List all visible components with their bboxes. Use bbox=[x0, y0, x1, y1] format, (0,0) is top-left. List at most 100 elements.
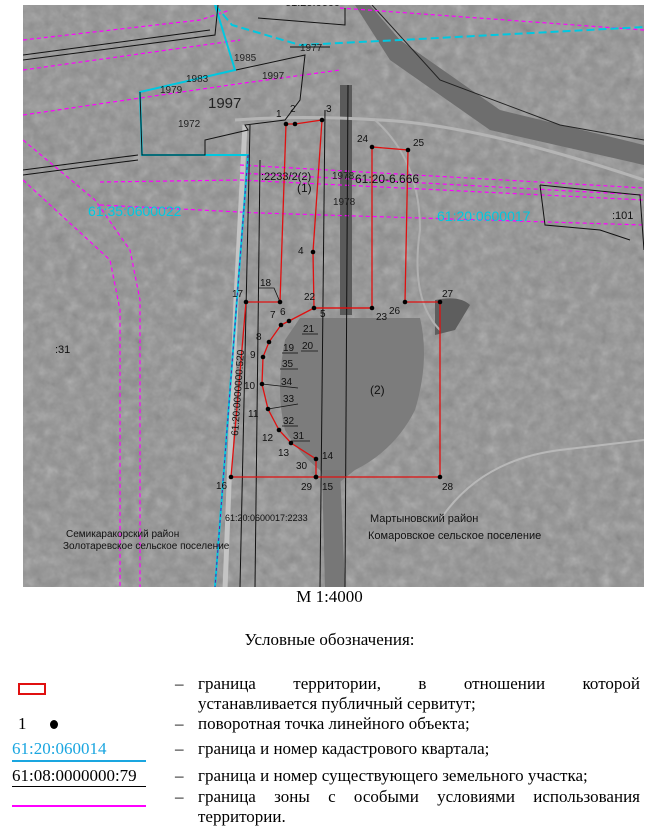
zone-boundary-line bbox=[23, 69, 341, 116]
zone-label: 61:20-6.666 bbox=[355, 172, 419, 186]
turning-point-7 bbox=[278, 322, 284, 328]
zone-boundary-line bbox=[23, 179, 121, 587]
pond bbox=[280, 318, 424, 490]
turning-point-28 bbox=[437, 474, 443, 480]
parcel-year-label: 1997 bbox=[208, 95, 241, 112]
black-line-symbol bbox=[12, 786, 146, 787]
turning-point-13 bbox=[288, 440, 294, 446]
parcel-boundary-line bbox=[239, 124, 251, 587]
point-label: 26 bbox=[389, 306, 401, 317]
turning-point-11 bbox=[265, 406, 271, 412]
point-label: 20 bbox=[302, 341, 314, 352]
parcel-year-label: 1978 bbox=[333, 197, 356, 208]
parcel-boundary-line bbox=[257, 8, 346, 26]
parcel-boundary-line bbox=[23, 159, 139, 176]
turning-point-3 bbox=[319, 117, 325, 123]
point-label: 13 bbox=[278, 448, 290, 459]
point-label: 4 bbox=[298, 246, 304, 257]
parcel-boundary-line bbox=[319, 109, 326, 587]
turning-point-4 bbox=[310, 249, 316, 255]
parcel-boundary-line bbox=[344, 84, 349, 587]
point-label: 5 bbox=[320, 309, 326, 320]
parcel-label: :101 bbox=[612, 210, 633, 222]
parcel-boundary-line bbox=[23, 5, 219, 61]
point-label: 14 bbox=[322, 451, 334, 462]
point-label: 32 bbox=[283, 416, 295, 427]
zone-boundary-line bbox=[239, 172, 644, 196]
zone-boundary-line bbox=[239, 164, 644, 189]
parcel-boundary-line bbox=[23, 29, 211, 56]
map-scale: М 1:4000 bbox=[296, 587, 363, 606]
point-label: 9 bbox=[250, 350, 256, 361]
turning-point-8 bbox=[266, 339, 272, 345]
parcel-year-label: 1985 bbox=[234, 53, 257, 64]
turning-point-17 bbox=[243, 299, 249, 305]
parcel-year-label: 1997 bbox=[262, 71, 285, 82]
turning-point-1 bbox=[283, 121, 289, 127]
magenta-line-symbol bbox=[12, 805, 146, 807]
zone-boundary-line bbox=[23, 39, 241, 71]
parcel-year-label: 1972 bbox=[178, 119, 201, 130]
point-label: 31 bbox=[293, 431, 305, 442]
zone-boundary-line bbox=[99, 179, 644, 201]
turning-point-27 bbox=[437, 299, 443, 305]
quarter-number-label: 61:35:0600022 bbox=[88, 203, 182, 219]
label-leader-line bbox=[258, 287, 281, 303]
turning-point-21 bbox=[286, 318, 292, 324]
turning-point-26 bbox=[402, 299, 408, 305]
turning-point-2 bbox=[292, 121, 298, 127]
settlement-label: Золотаревское сельское поселение bbox=[63, 541, 230, 552]
parcel-year-label: 1978 bbox=[332, 171, 355, 182]
point-label: 19 bbox=[283, 343, 295, 354]
zone-boundary-line bbox=[23, 9, 231, 41]
label-leader-line bbox=[261, 383, 299, 389]
point-label: 17 bbox=[232, 289, 244, 300]
area-label: (2) bbox=[370, 383, 385, 397]
quarter-boundary-line bbox=[214, 5, 644, 47]
point-label: 33 bbox=[283, 394, 295, 405]
point-label: 27 bbox=[442, 289, 454, 300]
parcel-label: :2233/2(2) bbox=[261, 171, 311, 183]
turning-point-10 bbox=[259, 381, 265, 387]
turning-point-23 bbox=[369, 305, 375, 311]
zone-boundary-line bbox=[99, 204, 644, 226]
quarter-number-label: 61:20:0600017 bbox=[437, 208, 531, 224]
turning-point-24 bbox=[369, 144, 375, 150]
parcel-boundary-line bbox=[539, 184, 644, 251]
legend-title: Условные обозначения: bbox=[244, 630, 415, 649]
settlement-label: Комаровское сельское поселение bbox=[368, 530, 541, 542]
parcel-label: 61:20:0600 bbox=[285, 0, 340, 9]
turning-point-14 bbox=[313, 456, 319, 462]
zone-boundary-line bbox=[23, 139, 141, 587]
parcel-year-label: 1979 bbox=[160, 85, 183, 96]
point-label: 18 bbox=[260, 278, 272, 289]
point-label: 34 bbox=[281, 377, 293, 388]
turning-point-16 bbox=[228, 474, 234, 480]
point-label: 21 bbox=[303, 324, 315, 335]
parcel-boundary-line bbox=[539, 184, 631, 241]
parcel-label: 61:20:0600017:2233 bbox=[225, 513, 308, 523]
turning-point-29 bbox=[313, 474, 319, 480]
canal bbox=[355, 5, 644, 165]
point-label: 22 bbox=[304, 292, 316, 303]
parcel-year-label: 1977 bbox=[300, 43, 323, 54]
point-label: 8 bbox=[256, 332, 262, 343]
servitude-boundary bbox=[230, 119, 441, 478]
point-label: 15 bbox=[322, 482, 334, 493]
label-leader-line bbox=[267, 403, 299, 410]
zone-boundary-line bbox=[339, 7, 644, 31]
point-label: 3 bbox=[326, 104, 332, 115]
parcel-label: :31 bbox=[55, 344, 70, 356]
point-label: 29 bbox=[301, 482, 313, 493]
turning-point-25 bbox=[405, 147, 411, 153]
point-label: 12 bbox=[262, 433, 274, 444]
point-label: 11 bbox=[248, 409, 259, 420]
point-label: 16 bbox=[216, 481, 228, 492]
district-label: Семикаракорский район bbox=[66, 529, 179, 540]
area-label: (1) bbox=[297, 181, 312, 195]
parcel-boundary-line bbox=[254, 159, 261, 587]
point-label: 7 bbox=[270, 310, 276, 321]
cyan-line-symbol bbox=[12, 760, 146, 762]
road-parcel-line bbox=[214, 154, 249, 587]
